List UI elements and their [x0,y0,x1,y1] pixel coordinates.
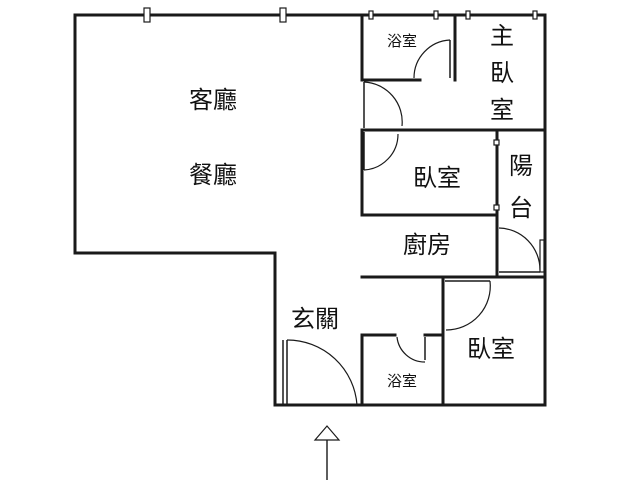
master-bedroom-label-1: 主 [490,22,514,50]
bathroom-top-label: 浴室 [387,32,417,50]
master-bedroom-label-2: 臥 [490,59,514,87]
up-arrow-icon [313,425,341,480]
doors [282,39,545,406]
interior-walls [360,13,547,407]
dining-room-label: 餐廳 [189,161,237,189]
living-room-label: 客廳 [189,86,237,114]
top-windows [143,7,538,23]
kitchen-label: 廚房 [403,231,451,259]
bathroom-bottom-label: 浴室 [387,372,417,390]
balcony-label-1: 陽 [509,152,533,180]
balcony-label-2: 台 [509,194,533,222]
master-bedroom-label-3: 室 [490,96,514,124]
bedroom-middle-label: 臥室 [413,164,461,192]
entrance-label: 玄關 [291,305,339,333]
bedroom-bottom-label: 臥室 [467,335,515,363]
